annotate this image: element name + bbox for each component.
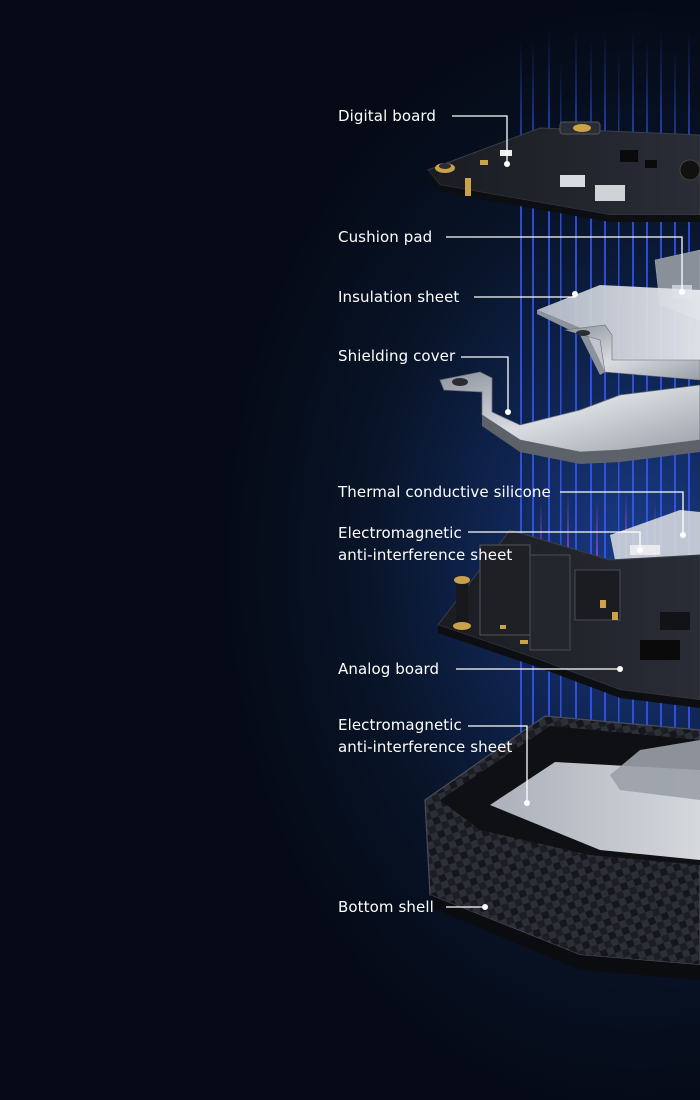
label-analog-board: Analog board bbox=[338, 660, 440, 678]
label-cushion-pad: Cushion pad bbox=[338, 228, 433, 246]
analog-board-part bbox=[437, 529, 700, 708]
label-emi-sheet-upper: Electromagnetic anti-interference sheet bbox=[338, 522, 512, 566]
digital-board-part bbox=[427, 121, 700, 222]
label-insulation-sheet: Insulation sheet bbox=[338, 288, 460, 306]
label-emi-sheet-lower-line2: anti-interference sheet bbox=[338, 738, 513, 756]
label-bottom-shell: Bottom shell bbox=[338, 898, 434, 916]
leader-thermal-silicone bbox=[560, 491, 684, 535]
leader-shielding-cover bbox=[461, 356, 509, 412]
leader-digital-board bbox=[452, 115, 508, 164]
leader-cushion-pad bbox=[446, 236, 683, 292]
bottom-shell-part bbox=[424, 715, 700, 980]
label-digital-board: Digital board bbox=[338, 107, 437, 125]
leader-endpoints bbox=[482, 161, 686, 910]
label-shielding-cover: Shielding cover bbox=[338, 347, 456, 365]
insulation-sheet-part bbox=[537, 285, 700, 380]
label-emi-sheet-upper-line2: anti-interference sheet bbox=[338, 546, 513, 564]
label-emi-sheet-lower: Electromagnetic anti-interference sheet bbox=[338, 714, 512, 758]
leader-emi-sheet-1 bbox=[468, 531, 641, 550]
leader-insulation-sheet bbox=[474, 294, 576, 298]
label-emi-sheet-upper-line1: Electromagnetic bbox=[338, 524, 462, 542]
leader-emi-sheet-2 bbox=[468, 725, 528, 803]
label-thermal-conductive-silicone: Thermal conductive silicone bbox=[338, 483, 551, 501]
label-emi-sheet-lower-line1: Electromagnetic bbox=[338, 716, 462, 734]
leader-lines bbox=[446, 115, 684, 908]
shielding-cover-part bbox=[439, 324, 700, 464]
